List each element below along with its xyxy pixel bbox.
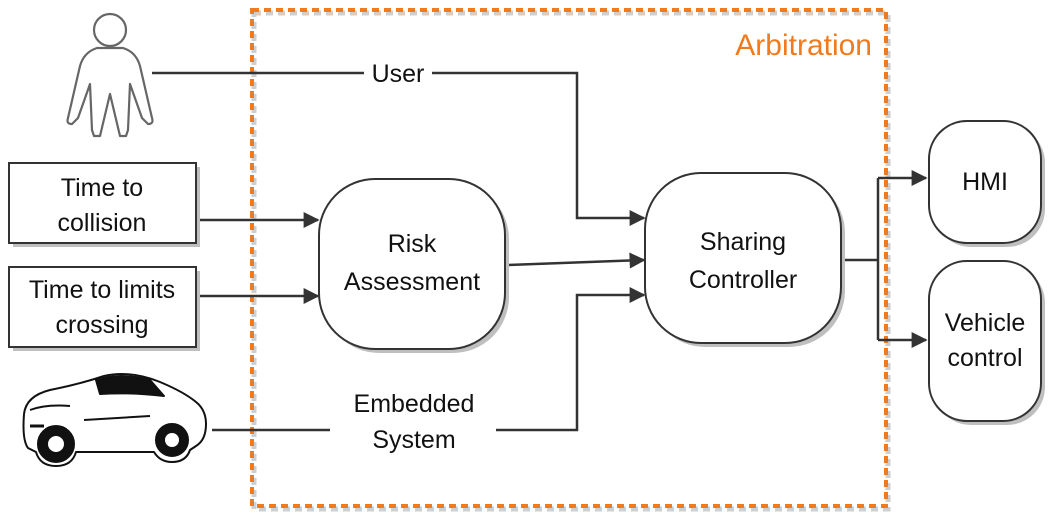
ttc-line2: collision <box>58 209 147 237</box>
embedded-connector-right <box>496 287 646 432</box>
sharing-controller-block: Sharing Controller <box>644 172 845 347</box>
person-outline-icon <box>66 12 154 138</box>
ttlc-line1: Time to limits <box>29 276 175 304</box>
arbitration-region: Arbitration <box>250 8 891 512</box>
risk-to-sharing-connector <box>507 252 646 269</box>
arbitration-title: Arbitration <box>735 29 872 62</box>
ttc-line1: Time to <box>61 174 143 202</box>
connectors <box>152 71 928 432</box>
user-label-bg <box>364 58 432 88</box>
sharing-line1: Sharing <box>700 228 786 256</box>
ttlc-line2: crossing <box>55 311 148 339</box>
hmi-block: HMI <box>928 120 1045 247</box>
hmi-label: HMI <box>962 168 1008 196</box>
user-label: User <box>372 60 425 88</box>
risk-line2: Assessment <box>344 268 480 296</box>
sharing-line2: Controller <box>689 266 797 294</box>
vehicle-line2: control <box>947 344 1022 372</box>
risk-line1: Risk <box>388 230 437 258</box>
time-to-collision-box: Time to collision <box>8 162 200 247</box>
embedded-label-bg <box>330 380 496 458</box>
sports-car-icon <box>22 373 207 467</box>
time-to-limits-crossing-box: Time to limits crossing <box>8 266 200 351</box>
vehicle-control-block: Vehicle control <box>928 260 1045 425</box>
embedded-line1: Embedded <box>354 390 475 418</box>
vehicle-line1: Vehicle <box>945 309 1026 337</box>
embedded-line2: System <box>372 426 455 454</box>
user-connector-right <box>430 71 646 226</box>
risk-assessment-block: Risk Assessment <box>318 178 509 353</box>
